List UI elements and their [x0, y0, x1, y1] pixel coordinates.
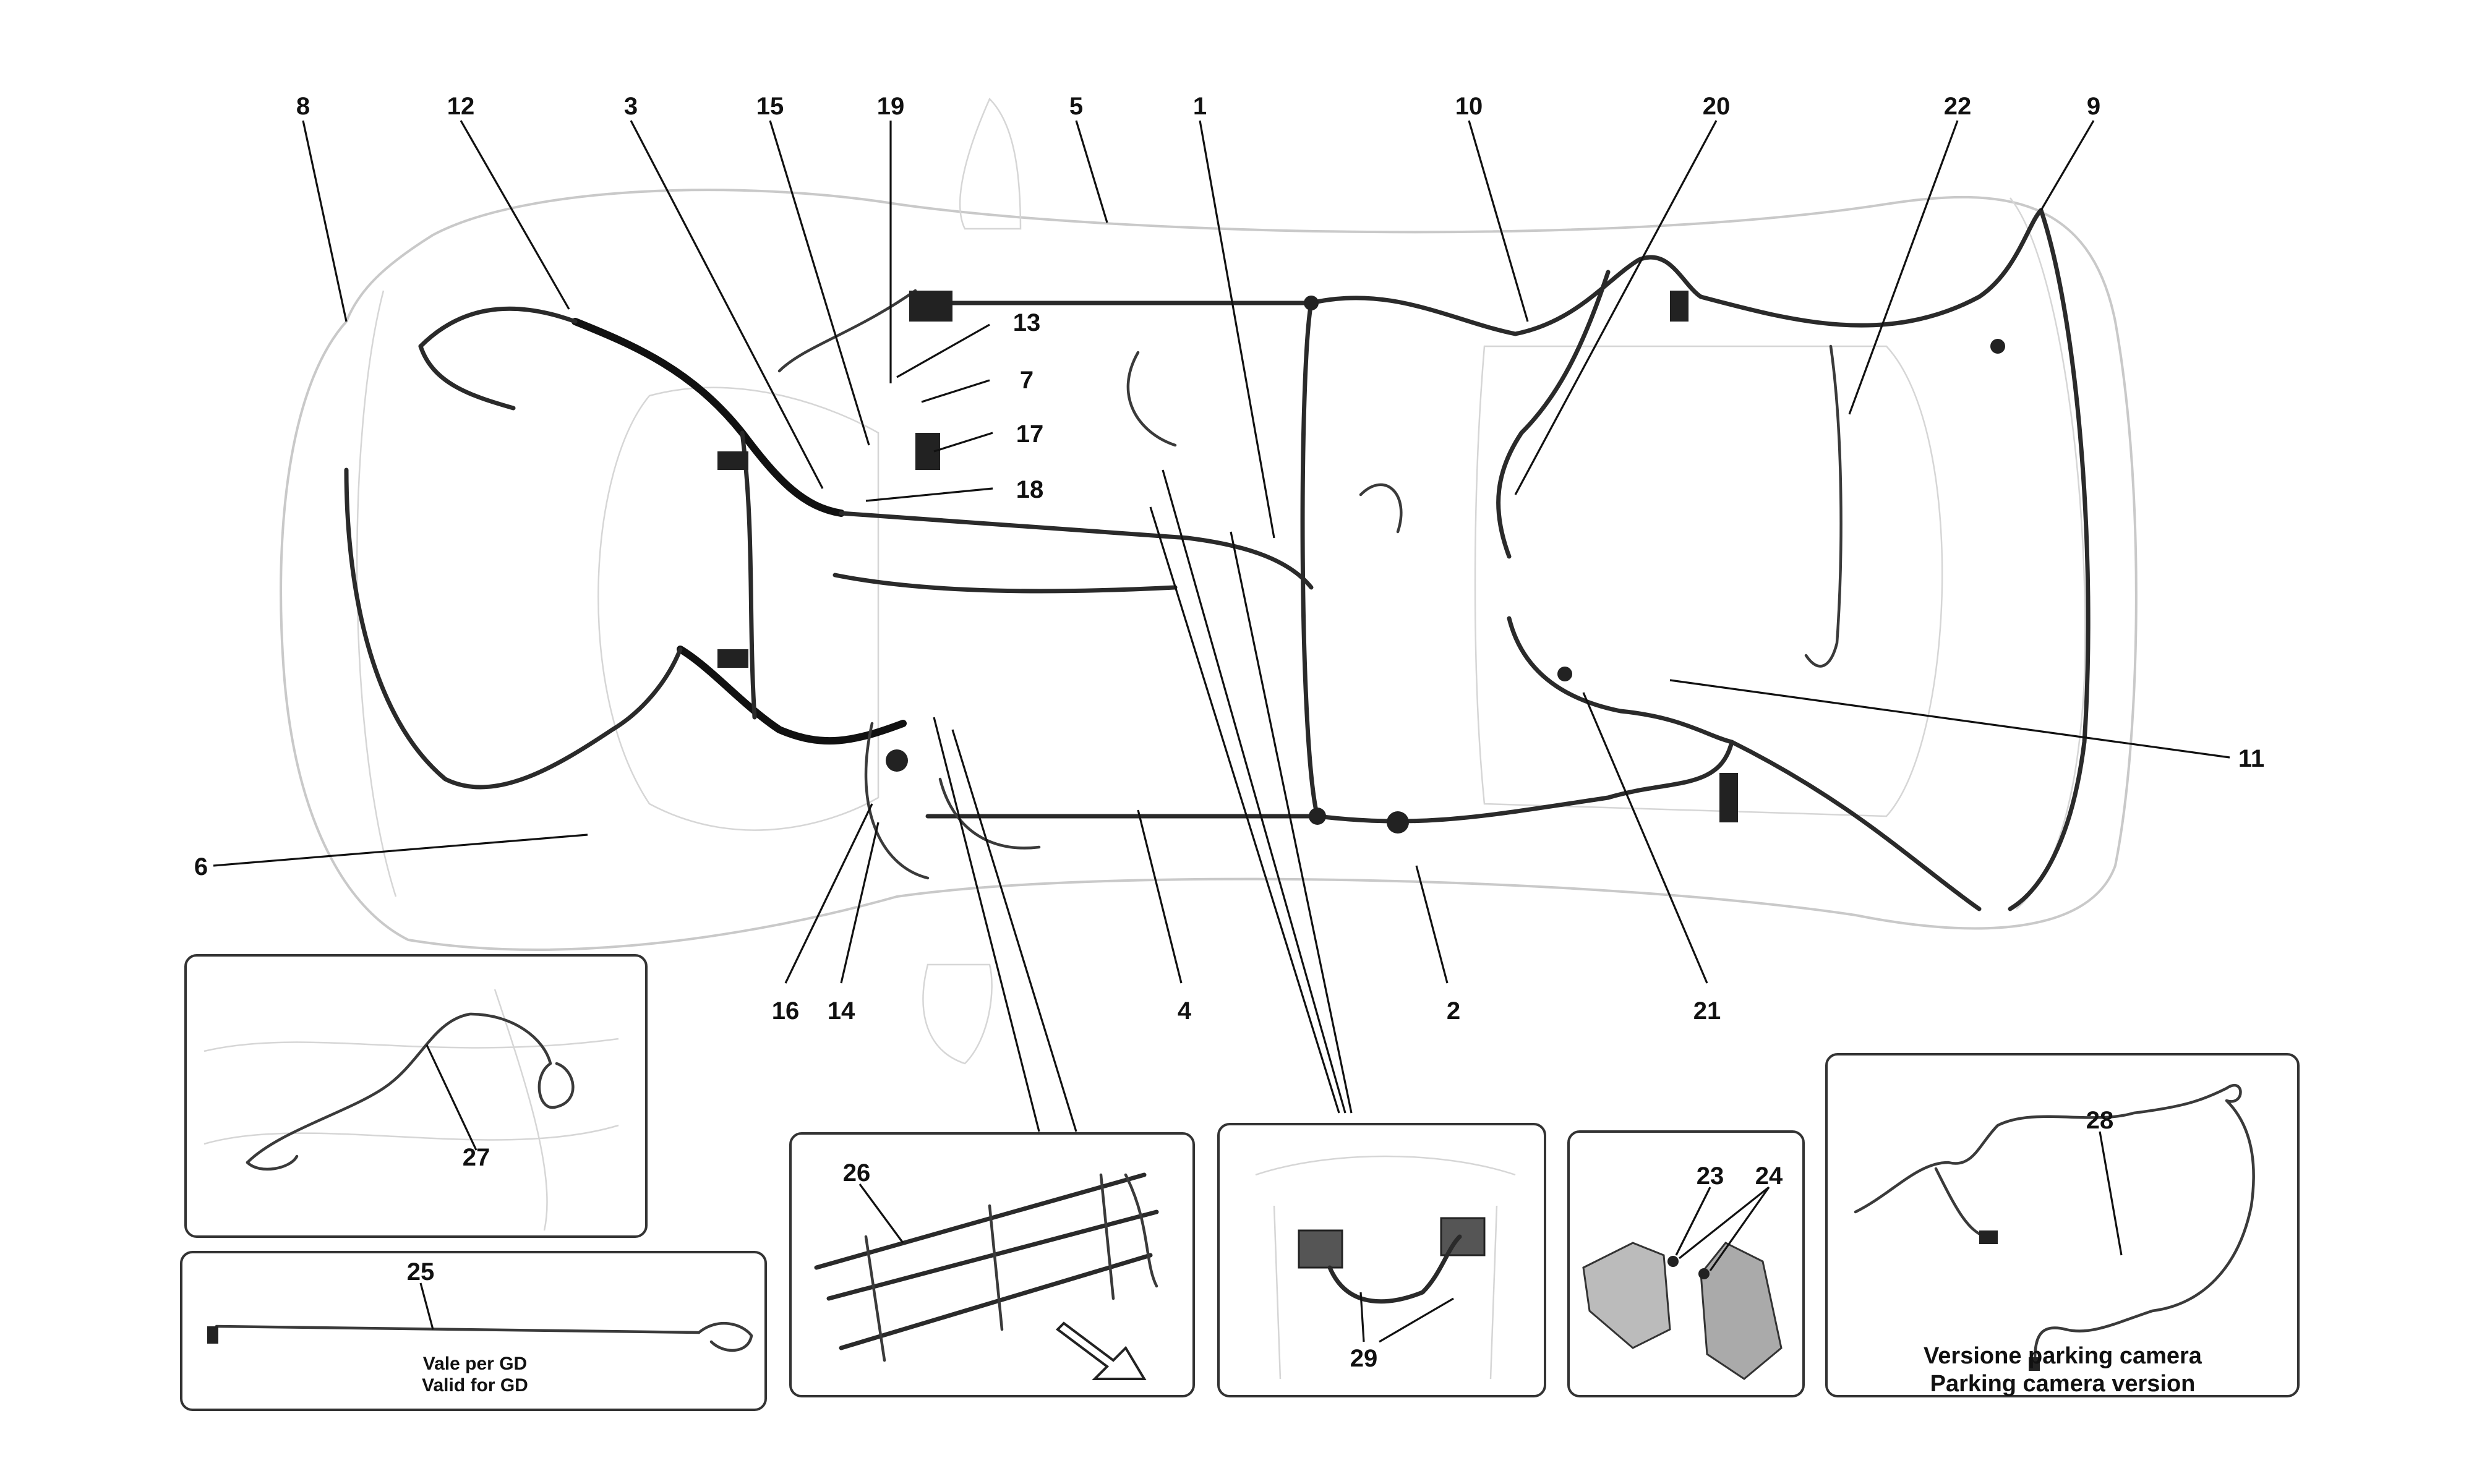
callout-25: 25 — [407, 1258, 435, 1286]
inset-panel-26 — [789, 1132, 1195, 1397]
callout-18: 18 — [1016, 476, 1044, 503]
callout-7: 7 — [1020, 367, 1034, 394]
note-camera-italian: Versione parking camera — [1924, 1343, 2202, 1369]
inset-notes: Vale per GD Valid for GD Versione parkin… — [422, 1343, 2202, 1397]
callout-22: 22 — [1944, 93, 1972, 120]
leader-lines — [213, 120, 2230, 1132]
callout-4: 4 — [1178, 997, 1192, 1025]
inset-panel-27 — [184, 954, 648, 1238]
inset-panel-28 — [1825, 1053, 2300, 1397]
callout-16: 16 — [772, 997, 800, 1025]
callout-2: 2 — [1447, 997, 1460, 1025]
callout-13: 13 — [1013, 309, 1041, 336]
callout-14: 14 — [828, 997, 855, 1025]
callout-12: 12 — [447, 93, 475, 120]
callout-15: 15 — [756, 93, 784, 120]
callout-11: 11 — [2238, 745, 2264, 772]
note-gd-english: Valid for GD — [422, 1375, 528, 1396]
callout-17: 17 — [1016, 420, 1044, 448]
callout-8: 8 — [296, 93, 310, 120]
inset-panel-25 — [180, 1251, 767, 1411]
callout-29: 29 — [1350, 1345, 1378, 1372]
main-wiring-harness — [344, 208, 2091, 911]
callout-9: 9 — [2087, 93, 2100, 120]
callout-27: 27 — [463, 1144, 490, 1171]
callout-21: 21 — [1693, 997, 1721, 1025]
inset-panel-29 — [1217, 1123, 1546, 1397]
callout-6: 6 — [194, 853, 208, 881]
callout-28: 28 — [2086, 1107, 2114, 1134]
car-body-outline — [280, 97, 2138, 1065]
note-gd-italian: Vale per GD — [423, 1354, 527, 1374]
callout-1: 1 — [1193, 93, 1207, 120]
callout-19: 19 — [877, 93, 905, 120]
callout-24: 24 — [1755, 1162, 1783, 1190]
callout-26: 26 — [843, 1159, 871, 1187]
note-camera-english: Parking camera version — [1930, 1371, 2196, 1397]
callout-5: 5 — [1069, 93, 1083, 120]
callout-labels: 1 2 3 4 5 6 7 8 9 10 11 12 13 14 15 16 1… — [194, 93, 2264, 1372]
callout-23: 23 — [1697, 1162, 1724, 1190]
callout-10: 10 — [1455, 93, 1483, 120]
callout-20: 20 — [1703, 93, 1731, 120]
callout-3: 3 — [624, 93, 638, 120]
inset-panel-23-24 — [1567, 1130, 1805, 1397]
